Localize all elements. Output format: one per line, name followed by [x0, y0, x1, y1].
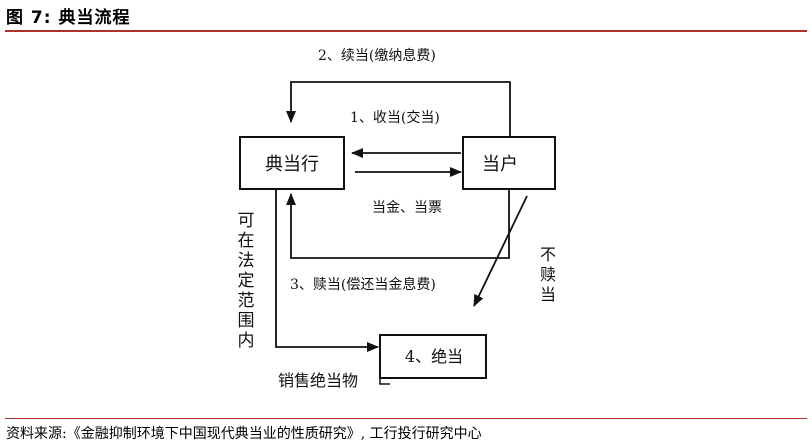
pawnshop-box [239, 136, 345, 190]
cash-ticket-label: 当金、当票 [372, 200, 442, 216]
redeem-label: 3、赎当(偿还当金息费) [290, 276, 436, 293]
not-redeemed-arrow [473, 195, 528, 307]
sell-bracket [379, 372, 390, 385]
pawnshop-label: 典当行 [265, 154, 319, 175]
forfeit-box [379, 334, 487, 379]
legal-range-char: 内 [238, 331, 255, 351]
forfeit-label: 4、绝当 [405, 347, 463, 366]
legal-range-char: 法 [238, 251, 255, 271]
renew-note: (缴纳息费) [369, 47, 436, 64]
not-redeemed-char: 当 [540, 285, 556, 304]
redeem-title: 3、赎当 [290, 276, 341, 293]
pawn-label: 1、收当(交当) [350, 109, 440, 126]
renew-title: 2、续当 [318, 47, 369, 64]
legal-range-char: 围 [238, 311, 255, 331]
customer-box [462, 136, 556, 190]
redeem-note: (偿还当金息费) [341, 276, 436, 293]
legal-range-char: 定 [238, 271, 255, 291]
not-redeemed-label: 不 赎 当 [540, 245, 556, 304]
legal-range-char: 在 [238, 231, 255, 251]
not-redeemed-char: 不 [540, 245, 556, 264]
title-rule [5, 30, 807, 32]
sell-label: 销售绝当物 [278, 371, 358, 390]
sell-arrow [275, 190, 379, 352]
legal-range-label: 可 在 法 定 范 围 内 [238, 211, 255, 351]
not-redeemed-char: 赎 [540, 265, 556, 284]
redeem-arrow [286, 189, 510, 259]
source-rule [5, 418, 807, 419]
renew-label: 2、续当(缴纳息费) [318, 47, 436, 64]
legal-range-char: 范 [238, 291, 255, 311]
figure-title: 图 7: 典当流程 [6, 8, 131, 28]
source-note: 资料来源:《金融抑制环境下中国现代典当业的性质研究》, 工行投行研究中心 [6, 426, 482, 442]
renew-arrow [286, 81, 511, 137]
customer-label: 当户 [482, 154, 518, 175]
legal-range-char: 可 [238, 211, 255, 231]
